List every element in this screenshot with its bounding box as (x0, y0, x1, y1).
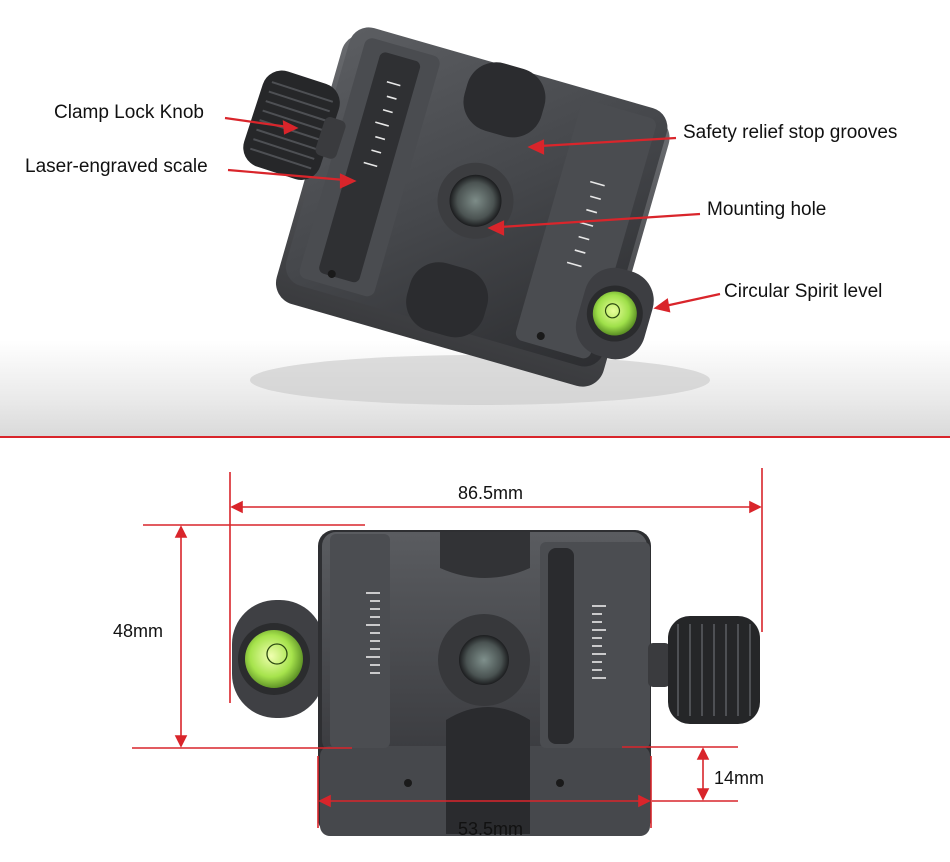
callout-spirit-level: Circular Spirit level (724, 281, 883, 302)
dimension-inner-width: 53.5mm (458, 819, 524, 839)
callout-grooves: Safety relief stop grooves (683, 122, 898, 143)
product-photo-panel: Clamp Lock Knob Laser-engraved scale Saf… (0, 0, 950, 436)
clamp-photo-illustration (224, 27, 721, 405)
dimension-width: 86.5mm (458, 483, 524, 503)
mounting-hole-top (459, 635, 509, 685)
spirit-level-top (245, 630, 303, 688)
callout-clamp-knob: Clamp Lock Knob (54, 102, 204, 123)
mounting-hole (449, 174, 502, 227)
section-divider (0, 436, 950, 438)
callout-scale: Laser-engraved scale (25, 156, 208, 177)
dimension-panel: 86.5mm 48mm 53.5mm 14mm (0, 438, 950, 862)
clamp-dimension-drawing (132, 468, 763, 836)
callout-mounting-hole: Mounting hole (707, 199, 827, 220)
dimension-depth: 14mm (714, 768, 765, 788)
dimension-height: 48mm (113, 621, 164, 641)
spirit-level-bubble (592, 291, 637, 336)
relief-groove (463, 62, 546, 138)
